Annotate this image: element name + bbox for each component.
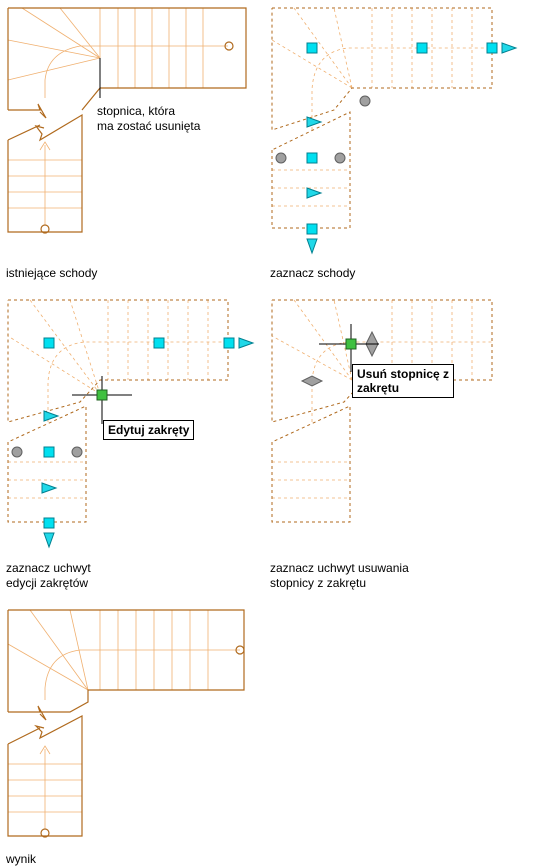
tread-lines	[7, 7, 228, 225]
stair-drawing	[7, 7, 247, 234]
triangle-grip-icon	[43, 532, 55, 549]
tread-lines	[7, 299, 228, 499]
triangle-grip-icon	[306, 116, 323, 128]
grip-tooltip: Usuń stopnicę z zakrętu	[352, 364, 455, 398]
square-grip-icon	[306, 42, 318, 54]
circle-grip-icon	[359, 95, 371, 107]
stair-drawing-selected	[7, 299, 255, 549]
triangle-grip-icon	[41, 482, 58, 494]
grips	[300, 330, 379, 387]
stair-outline	[7, 299, 229, 523]
stair-drawing-selected	[271, 299, 493, 523]
circle-grip-icon	[275, 152, 287, 164]
grips	[11, 337, 255, 549]
triangle-grip-icon	[501, 42, 518, 54]
panel-caption: istniejące schody	[6, 266, 98, 280]
panel-edit-winders: Edytuj zakręty zaznacz uchwyt edycji zak…	[0, 296, 260, 596]
stair-drawing-selected	[271, 7, 518, 255]
stair-outline	[271, 7, 493, 229]
panel-remove-tread: Usuń stopnicę z zakrętu zaznacz uchwyt u…	[264, 296, 560, 596]
triangle-grip-icon	[306, 238, 318, 255]
stair-outline	[271, 299, 493, 523]
square-grip-icon	[486, 42, 498, 54]
square-grip-icon	[43, 517, 55, 529]
panel-caption: wynik	[6, 852, 37, 866]
circle-grip-icon	[334, 152, 346, 164]
tread-lines	[7, 609, 240, 829]
crosshair-cursor-icon	[72, 376, 132, 424]
panel-result: wynik	[0, 604, 260, 868]
panel-caption: zaznacz uchwyt edycji zakrętów	[6, 561, 91, 590]
callout-text: stopnica, która ma zostać usunięta	[97, 104, 201, 133]
circle-grip-icon	[11, 446, 23, 458]
square-grip-icon	[153, 337, 165, 349]
stair-outline	[7, 7, 247, 234]
triangle-grip-icon	[238, 337, 255, 349]
tread-lines	[271, 299, 492, 499]
selected-grip	[96, 389, 108, 401]
square-grip-icon	[306, 223, 318, 235]
square-grip-icon	[43, 337, 55, 349]
circle-grip-icon	[71, 446, 83, 458]
selected-grip	[345, 338, 357, 350]
square-grip-icon	[416, 42, 428, 54]
tread-lines	[271, 7, 492, 207]
stair-outline	[7, 609, 245, 838]
panel-caption: zaznacz schody	[270, 266, 356, 280]
panel-existing-stairs: stopnica, która ma zostać usunięta istni…	[0, 0, 260, 290]
crosshair-cursor-icon	[319, 324, 379, 372]
triangle-grip-icon	[306, 187, 323, 199]
square-grip-icon	[223, 337, 235, 349]
stair-drawing	[7, 609, 245, 838]
panel-select-stairs: zaznacz schody	[264, 0, 560, 290]
diamond-grip-icon	[300, 375, 324, 387]
triangle-grip-icon	[43, 410, 60, 422]
square-grip-icon	[306, 152, 318, 164]
panel-caption: zaznacz uchwyt usuwania stopnicy z zakrę…	[270, 561, 409, 590]
grip-tooltip: Edytuj zakręty	[103, 420, 195, 440]
grips	[275, 42, 518, 255]
square-grip-icon	[43, 446, 55, 458]
